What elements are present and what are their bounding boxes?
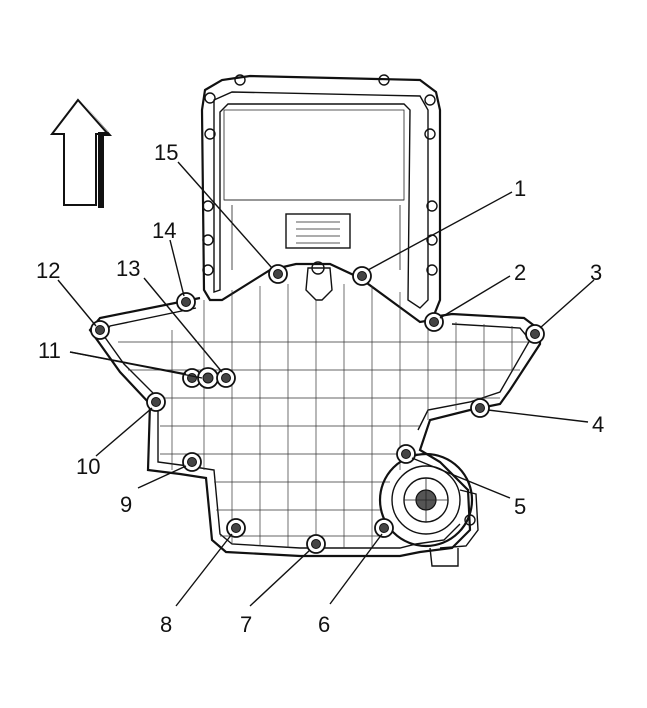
label-14: 14 bbox=[152, 218, 176, 243]
label-10: 10 bbox=[76, 454, 100, 479]
label-13: 13 bbox=[116, 256, 140, 281]
label-7: 7 bbox=[240, 612, 252, 637]
label-6: 6 bbox=[318, 612, 330, 637]
label-8: 8 bbox=[160, 612, 172, 637]
leader-lines bbox=[57, 161, 595, 607]
label-1: 1 bbox=[514, 176, 526, 201]
bolt-11b bbox=[197, 367, 219, 389]
bolt-1 bbox=[352, 266, 372, 286]
bolt-13 bbox=[216, 368, 236, 388]
label-9: 9 bbox=[120, 492, 132, 517]
bolt-6 bbox=[374, 518, 394, 538]
label-5: 5 bbox=[514, 494, 526, 519]
label-11: 11 bbox=[38, 338, 61, 363]
bolt-5 bbox=[396, 444, 416, 464]
bolt-9 bbox=[182, 452, 202, 472]
oil-filter-adapter bbox=[378, 452, 479, 567]
label-15: 15 bbox=[154, 140, 178, 165]
upper-pan bbox=[200, 74, 442, 324]
lower-pan bbox=[88, 296, 542, 558]
label-4: 4 bbox=[592, 412, 604, 437]
bolt-15 bbox=[268, 264, 288, 284]
bolt-8 bbox=[226, 518, 246, 538]
bolt-7 bbox=[306, 534, 326, 554]
label-3: 3 bbox=[590, 260, 602, 285]
pan-rib-grid bbox=[118, 284, 528, 548]
bolt-14 bbox=[176, 292, 196, 312]
bolt-4 bbox=[470, 398, 490, 418]
label-12: 12 bbox=[36, 258, 60, 283]
bolt-3 bbox=[525, 324, 545, 344]
bolt-2 bbox=[424, 312, 444, 332]
bolt-10 bbox=[146, 392, 166, 412]
up-arrow-icon bbox=[49, 98, 112, 208]
label-2: 2 bbox=[514, 260, 526, 285]
bolts bbox=[90, 264, 545, 554]
callout-labels: 1 2 3 4 5 6 7 8 9 10 11 12 13 14 15 bbox=[36, 140, 604, 637]
